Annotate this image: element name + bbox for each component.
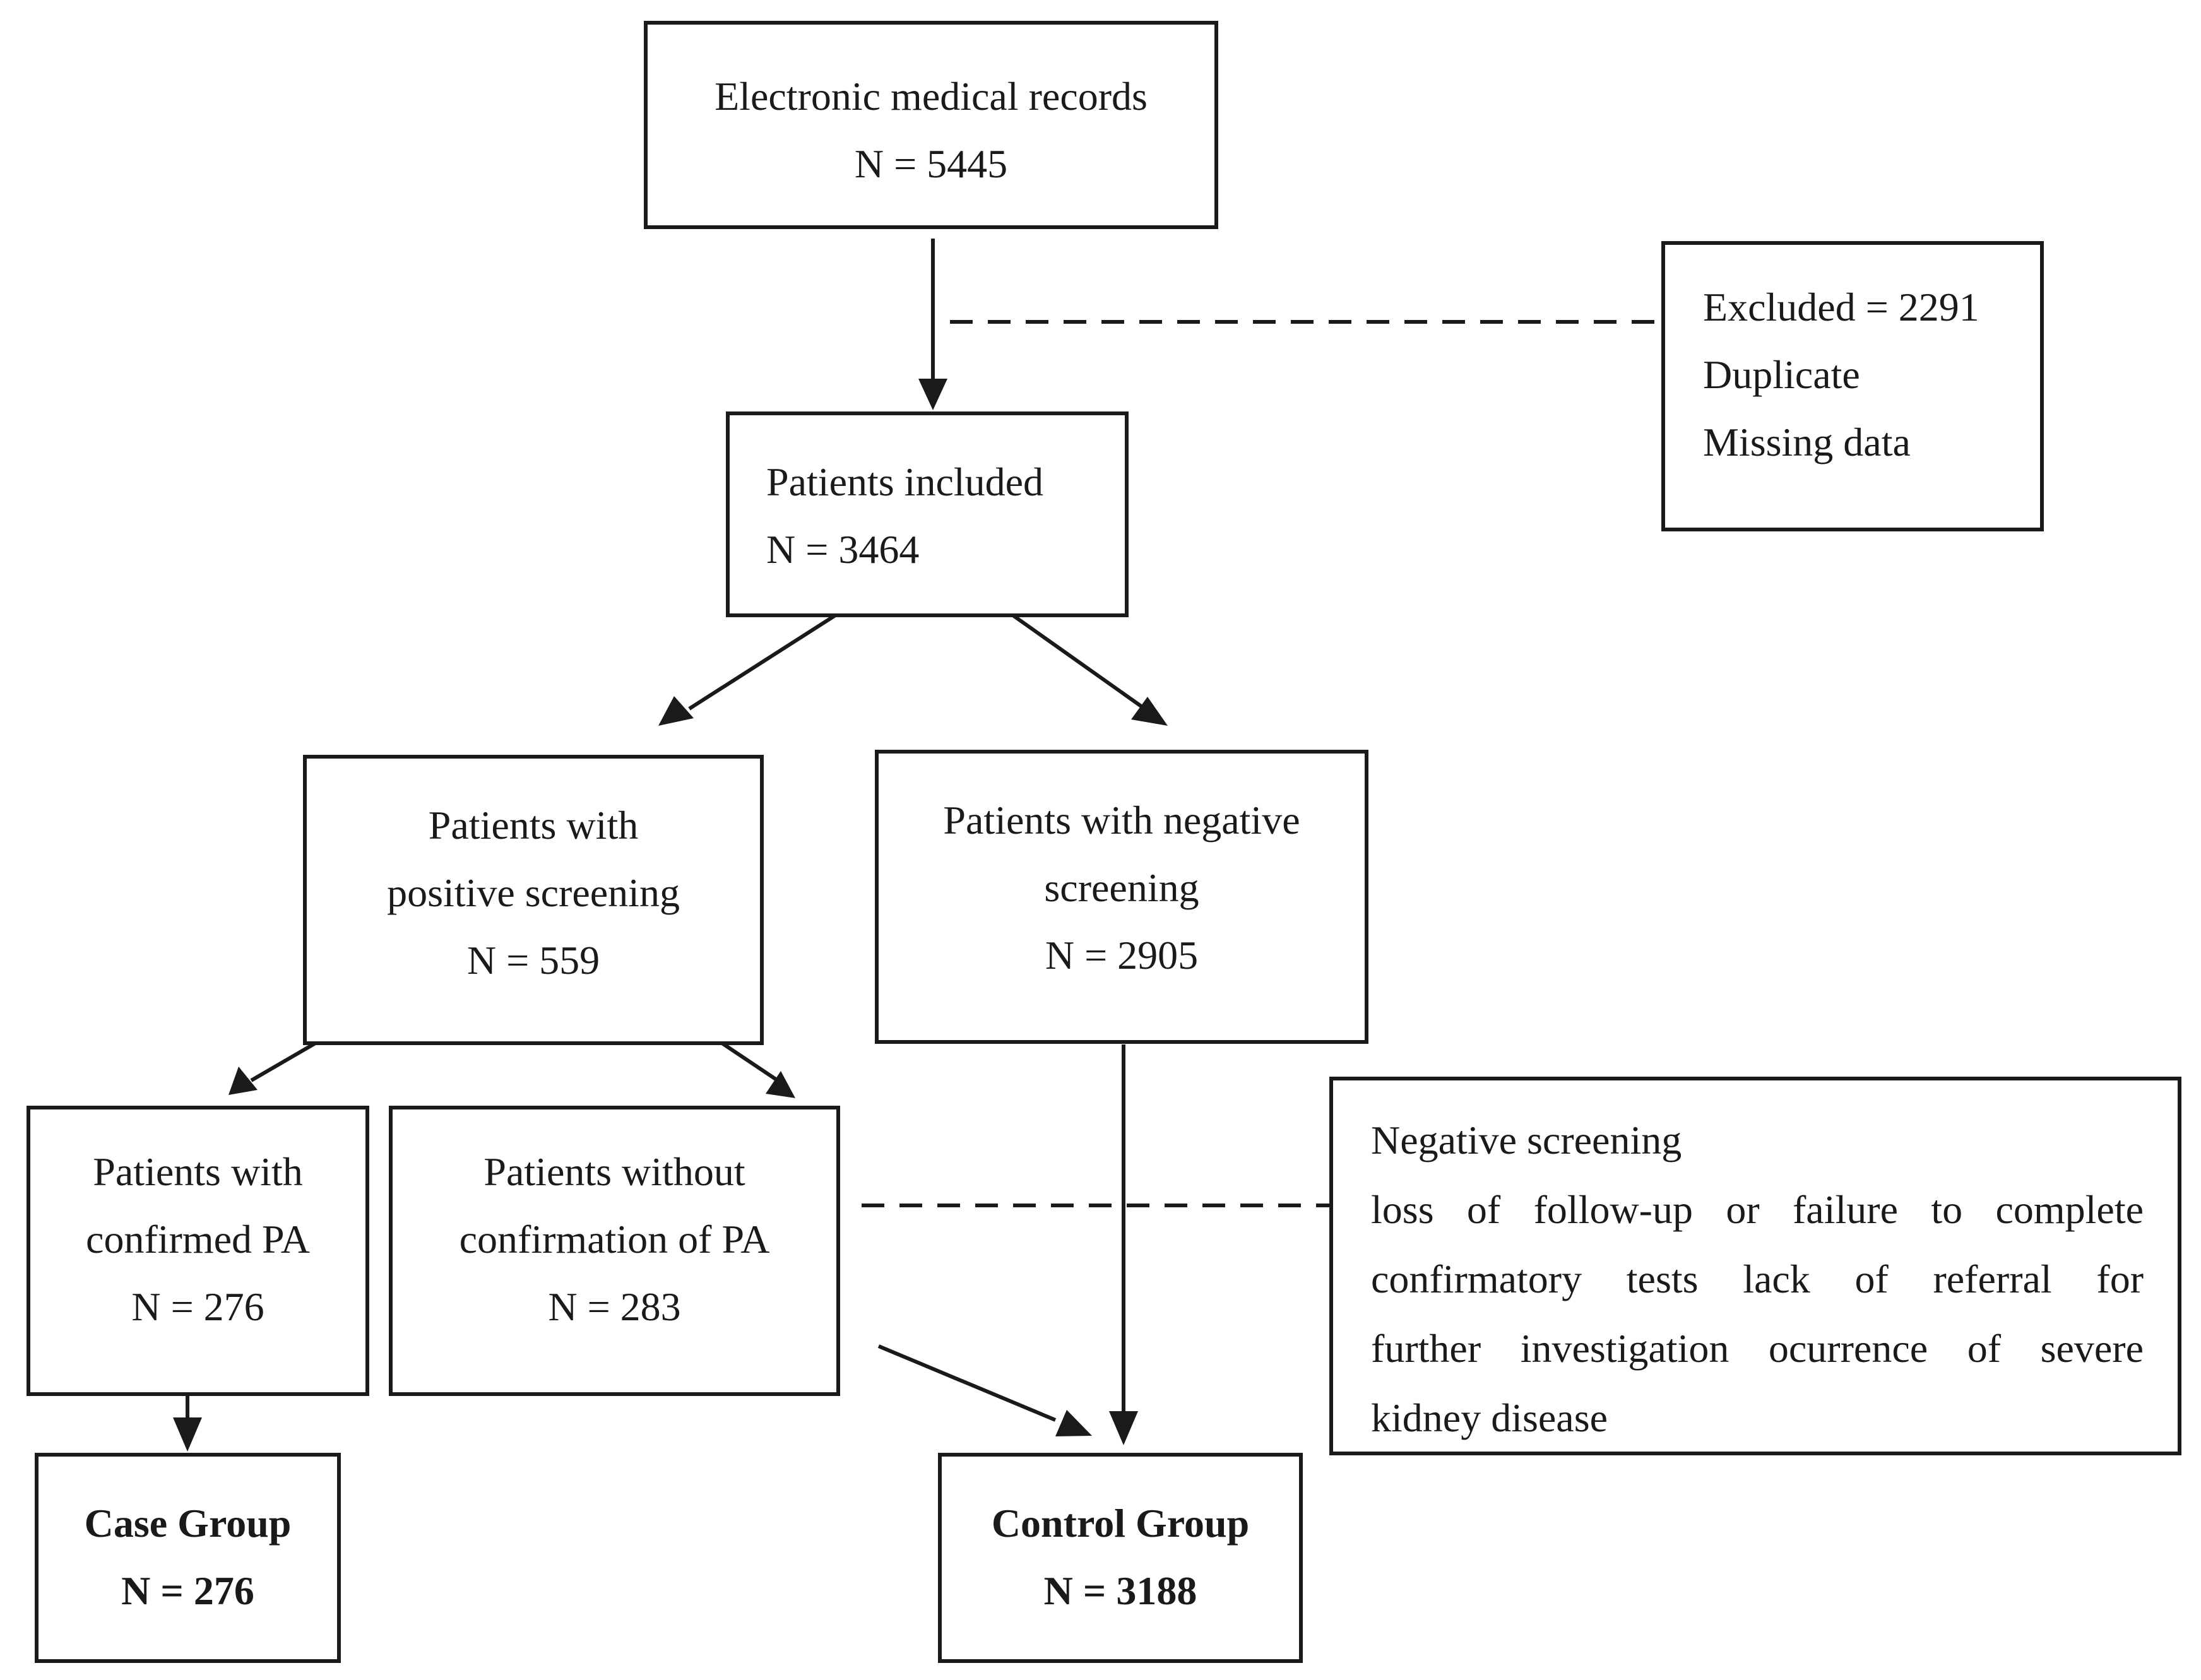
arrowhead-icon [1131, 697, 1168, 726]
reason-line-3: confirmatory tests lack of referral for [1371, 1257, 2144, 1301]
excluded-reason-missing: Missing data [1703, 420, 1911, 464]
positive-screening-box: Patients with positive screening N = 559 [303, 755, 764, 1045]
negative-count: N = 2905 [1045, 933, 1199, 978]
reason-line-5: kidney disease [1371, 1395, 1608, 1440]
reason-line-1: Negative screening [1371, 1118, 1682, 1162]
excluded-count: Excluded = 2291 [1703, 285, 1979, 329]
emr-count: N = 5445 [854, 141, 1008, 186]
arrowhead-icon [658, 696, 694, 726]
confirmed-title-2: confirmed PA [86, 1217, 310, 1262]
case-group-box: Case Group N = 276 [35, 1453, 341, 1663]
emr-box: Electronic medical records N = 5445 [644, 21, 1218, 229]
positive-count: N = 559 [466, 938, 600, 983]
negative-title-1: Patients with negative [943, 798, 1300, 843]
included-count: N = 3464 [766, 527, 920, 572]
unconfirmed-count: N = 283 [548, 1284, 681, 1329]
excluded-reason-duplicate: Duplicate [1703, 352, 1860, 397]
arrowhead-icon [766, 1071, 795, 1098]
positive-title-1: Patients with [428, 803, 639, 848]
unconfirmed-title-1: Patients without [484, 1149, 745, 1194]
control-group-title: Control Group [991, 1501, 1250, 1546]
arrowhead-icon [1055, 1410, 1092, 1436]
arrowhead-icon [918, 379, 947, 410]
excluded-box: Excluded = 2291 Duplicate Missing data [1661, 241, 2044, 531]
control-group-count: N = 3188 [1043, 1568, 1197, 1613]
arrowhead-icon [173, 1417, 202, 1452]
included-box: Patients included N = 3464 [726, 411, 1129, 617]
arrowhead-icon [1109, 1411, 1138, 1445]
unconfirmed-title-2: confirmation of PA [459, 1217, 770, 1262]
arrow-unconfirmed-to-control [877, 1344, 1057, 1422]
case-group-count: N = 276 [121, 1568, 254, 1613]
negative-screening-box: Patients with negative screening N = 290… [875, 750, 1368, 1044]
exclusion-reasons-box: Negative screening loss of follow-up or … [1329, 1077, 2181, 1455]
emr-title: Electronic medical records [715, 74, 1148, 119]
arrowhead-icon [228, 1067, 258, 1095]
reason-line-2: loss of follow-up or failure to complete [1371, 1187, 2144, 1232]
included-title: Patients included [766, 459, 1044, 504]
positive-title-2: positive screening [387, 870, 680, 915]
confirmed-count: N = 276 [131, 1284, 264, 1329]
control-group-box: Control Group N = 3188 [938, 1453, 1303, 1663]
reason-line-4: further investigation ocurrence of sever… [1371, 1326, 2144, 1371]
confirmed-title-1: Patients with [93, 1149, 303, 1194]
unconfirmed-pa-box: Patients without confirmation of PA N = … [389, 1106, 840, 1396]
negative-title-2: screening [1044, 865, 1199, 910]
case-group-title: Case Group [84, 1501, 292, 1546]
confirmed-pa-box: Patients with confirmed PA N = 276 [27, 1106, 369, 1396]
